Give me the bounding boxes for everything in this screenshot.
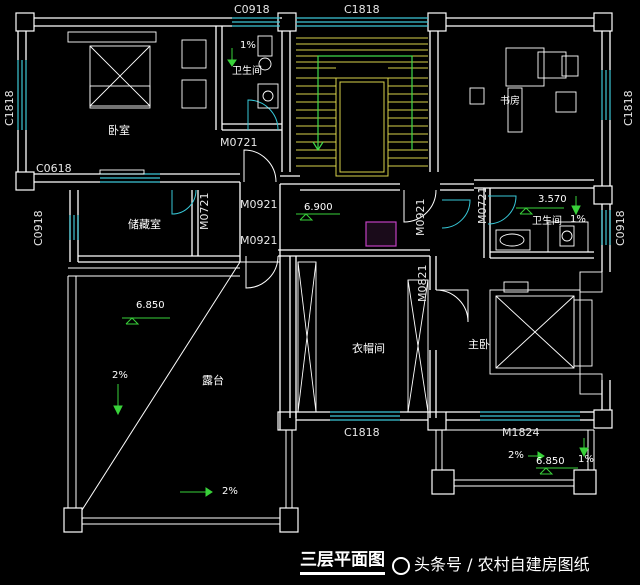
room-label-terrace: 露台 — [202, 374, 224, 387]
terrace-railing — [67, 267, 595, 525]
drawing-title: 三层平面图 — [300, 545, 385, 575]
bedroom-furniture — [67, 31, 207, 175]
room-label-bedroom: 卧室 — [108, 124, 130, 137]
slope-balcony-left: 2% — [508, 450, 524, 461]
elevation-bath-right: 3.570 — [538, 194, 567, 205]
code-m0721-right: M0721 — [476, 186, 489, 225]
slope-bath-left: 1% — [240, 40, 256, 51]
elevation-balcony: 6.850 — [536, 456, 565, 467]
stair-direction-arrow — [312, 55, 413, 152]
elevation-terrace: 6.850 — [136, 300, 165, 311]
elevation-hall: 6.900 — [304, 202, 333, 213]
code-m0921-upper: M0921 — [240, 198, 278, 211]
code-m1824: M1824 — [502, 426, 540, 439]
code-c0918-right: C0918 — [614, 210, 627, 246]
code-c0918-left: C0918 — [32, 210, 45, 246]
study-furniture — [469, 47, 579, 133]
code-m0721-storage: M0721 — [198, 192, 211, 231]
terrace-drain-lines — [81, 261, 280, 511]
slope-terrace-left: 2% — [112, 370, 128, 381]
walls — [17, 17, 611, 430]
code-c1818-left: C1818 — [3, 90, 16, 126]
columns — [15, 12, 613, 533]
code-c0918-top: C0918 — [234, 3, 270, 16]
code-c1818-right: C1818 — [622, 90, 635, 126]
room-label-study: 书房 — [500, 96, 520, 107]
room-label-master-bedroom: 主卧 — [468, 338, 490, 351]
room-label-closet: 衣帽间 — [352, 342, 385, 355]
code-m0821: M0821 — [416, 264, 429, 303]
elevation-markers — [122, 207, 578, 475]
room-label-bathroom-right: 卫生间 — [532, 216, 562, 227]
bathroom-right-fixtures — [495, 221, 589, 253]
code-c0618: C0618 — [36, 162, 72, 175]
slope-balcony-right: 1% — [578, 454, 594, 465]
master-bed — [489, 271, 603, 395]
code-m0921-vertical: M0921 — [414, 198, 427, 237]
code-c1818-bottom: C1818 — [344, 426, 380, 439]
code-c1818-top: C1818 — [344, 3, 380, 16]
room-label-bathroom-left: 卫生间 — [232, 66, 262, 77]
staircase — [296, 37, 428, 177]
windows — [17, 17, 611, 421]
watermark-text: 头条号 / 农村自建房图纸 — [414, 555, 590, 574]
bathroom-left-fixtures — [257, 35, 279, 109]
doors — [171, 99, 517, 323]
room-label-storage: 储藏室 — [128, 218, 161, 231]
slope-arrows — [113, 48, 589, 497]
code-m0921-lower: M0921 — [240, 234, 278, 247]
toutiao-logo-icon — [392, 556, 410, 575]
watermark: 头条号 / 农村自建房图纸 — [392, 551, 590, 575]
code-m0721-bath: M0721 — [220, 136, 258, 149]
closet-furniture — [297, 261, 429, 413]
slope-terrace-bottom: 2% — [222, 486, 238, 497]
slope-bath-right: 1% — [570, 214, 586, 225]
shaft — [365, 221, 397, 247]
